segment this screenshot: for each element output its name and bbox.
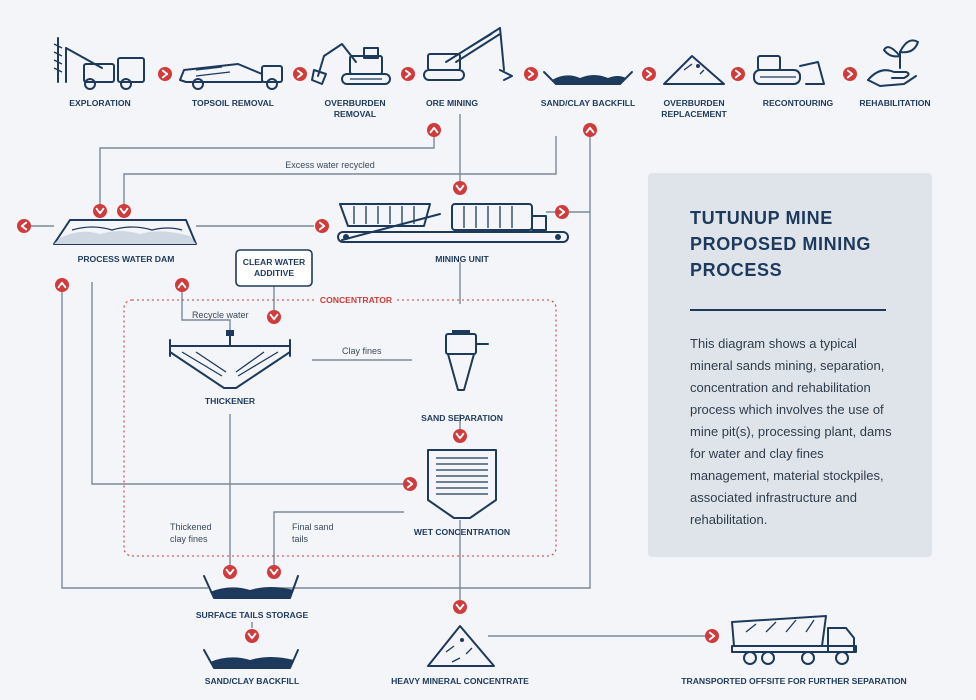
arrow-down-icon	[92, 203, 108, 219]
arrow-down-icon	[452, 428, 468, 444]
stage-label-recontouring: RECONTOURING	[763, 98, 834, 108]
arrow-up-icon	[426, 122, 442, 138]
arrow-up-icon	[582, 122, 598, 138]
info-panel: TUTUNUP MINE PROPOSED MINING PROCESS Thi…	[648, 173, 932, 557]
arrow-right-icon	[730, 66, 746, 82]
backfill-pit-icon	[203, 649, 299, 669]
note-recycle-water: Recycle water	[192, 310, 249, 320]
arrow-right-icon	[842, 66, 858, 82]
concentrator-boundary	[123, 299, 557, 557]
arrow-down-icon	[116, 203, 132, 219]
backfill-bottom-label: SAND/CLAY BACKFILL	[205, 676, 300, 686]
stage-label-ore-mining: ORE MINING	[426, 98, 478, 108]
arrow-right-icon	[554, 204, 570, 220]
note-excess-water: Excess water recycled	[285, 160, 375, 170]
arrow-down-icon	[452, 599, 468, 615]
arrow-up-icon	[174, 277, 190, 293]
seedling-hand-icon	[867, 39, 919, 87]
stage-label-topsoil-removal: TOPSOIL REMOVAL	[192, 98, 274, 108]
pit-icon	[543, 71, 633, 85]
sand-separation-icon	[445, 330, 489, 391]
stage-label-rehabilitation: REHABILITATION	[859, 98, 930, 108]
stockpile-icon	[663, 55, 725, 85]
panel-title: TUTUNUP MINE PROPOSED MINING PROCESS	[690, 208, 872, 280]
stage-label-sand-clay-backfill: SAND/CLAY BACKFILL	[541, 98, 636, 108]
wet-concentration-label: WET CONCENTRATION	[414, 527, 510, 537]
panel-description: This diagram shows a typical mineral san…	[690, 336, 892, 527]
excavator-icon	[311, 43, 391, 85]
arrow-down-icon	[222, 564, 238, 580]
drill-rig-icon	[53, 37, 145, 90]
arrow-down-icon	[452, 180, 468, 196]
concentrator-label: CONCENTRATOR	[320, 295, 393, 305]
scraper-icon	[179, 63, 283, 90]
process-water-dam-label: PROCESS WATER DAM	[78, 254, 175, 264]
flow-lines	[30, 114, 706, 637]
mining-unit-icon	[337, 203, 569, 243]
arrow-left-icon	[16, 218, 32, 234]
hmc-stockpile-icon	[427, 625, 495, 667]
surface-tails-storage-label: SURFACE TAILS STORAGE	[196, 610, 309, 620]
panel-divider	[690, 309, 886, 311]
bulldozer-icon	[753, 55, 825, 85]
surface-tails-storage-icon	[203, 575, 299, 599]
arrow-up-icon	[54, 277, 70, 293]
arrow-down-icon	[266, 564, 282, 580]
process-water-dam-icon	[53, 219, 197, 245]
wet-concentration-icon	[427, 449, 497, 519]
arrow-down-icon	[244, 628, 260, 644]
arrow-right-icon	[157, 66, 173, 82]
thickener-label: THICKENER	[205, 396, 256, 406]
arrow-right-icon	[314, 218, 330, 234]
arrow-right-icon	[292, 66, 308, 82]
arrow-down-icon	[266, 309, 282, 325]
mining-unit-label: MINING UNIT	[435, 254, 489, 264]
arrow-right-icon	[400, 66, 416, 82]
dump-truck-icon	[731, 615, 857, 665]
arrow-right-icon	[523, 66, 539, 82]
thickener-icon	[169, 330, 291, 389]
note-clay-fines: Clay fines	[342, 346, 382, 356]
arrow-right-icon	[402, 476, 418, 492]
hmc-label: HEAVY MINERAL CONCENTRATE	[391, 676, 529, 686]
sand-separation-label: SAND SEPARATION	[421, 413, 503, 423]
arrow-right-icon	[641, 66, 657, 82]
stage-label-exploration: EXPLORATION	[69, 98, 130, 108]
crane-dozer-icon	[423, 27, 513, 81]
arrow-right-icon	[704, 628, 720, 644]
transport-label: TRANSPORTED OFFSITE FOR FURTHER SEPARATI…	[681, 676, 907, 686]
